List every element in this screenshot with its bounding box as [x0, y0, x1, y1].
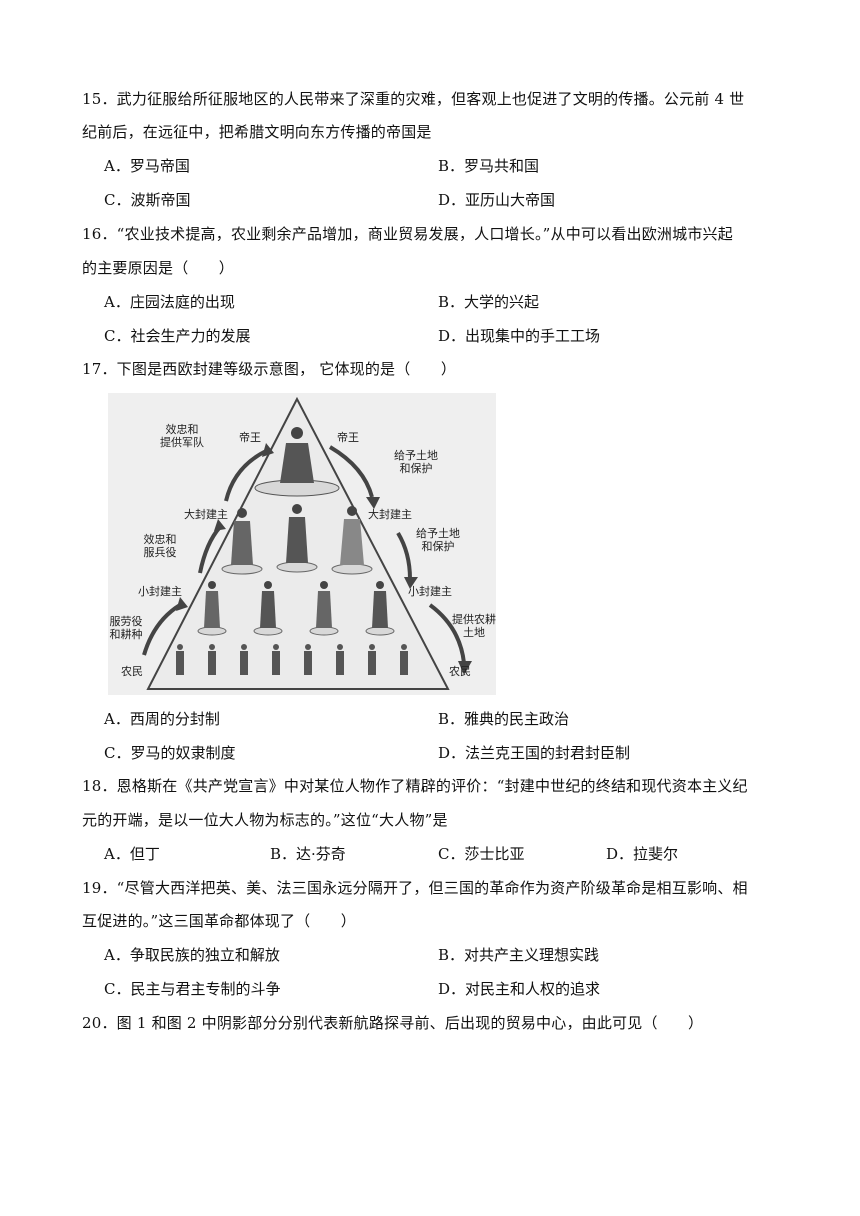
q19-option-c[interactable]: C．民主与君主专制的斗争	[104, 980, 281, 998]
q15-option-b[interactable]: B．罗马共和国	[438, 157, 540, 175]
right-arrow-text-1: 给予土地和保护	[394, 449, 438, 475]
left-label-great-lord: 大封建主	[184, 507, 228, 521]
small-lord-figures-icon	[197, 581, 395, 636]
right-label-small-lord: 小封建主	[408, 584, 452, 598]
king-figure-icon	[280, 427, 314, 483]
right-label-peasant: 农民	[449, 664, 471, 678]
left-arrow-text-2: 效忠和服兵役	[144, 532, 177, 559]
right-down-arrows-icon	[328, 445, 466, 664]
right-arrow-text-2: 给予土地和保护	[416, 527, 460, 553]
q15-stem-line2: 纪前后，在远征中，把希腊文明向东方传播的帝国是	[82, 123, 432, 141]
feudal-pyramid-figure: 帝王 帝王 大封建主 大封建主 小封建主 小封建主 农民 农民 效忠和提供军队 …	[108, 393, 496, 695]
q16-stem-line2: 的主要原因是（ ）	[82, 259, 235, 277]
right-label-king: 帝王	[337, 430, 359, 444]
q18-option-c[interactable]: C．莎士比亚	[438, 845, 525, 863]
q16-option-b[interactable]: B．大学的兴起	[438, 293, 540, 311]
q15-option-d[interactable]: D．亚历山大帝国	[438, 191, 556, 209]
q15-option-c[interactable]: C．波斯帝国	[104, 191, 191, 209]
q19-option-b[interactable]: B．对共产主义理想实践	[438, 946, 600, 964]
left-arrow-text-1: 效忠和提供军队	[160, 422, 204, 449]
peasant-figures-icon	[176, 644, 408, 675]
left-label-small-lord: 小封建主	[138, 584, 182, 598]
q19-option-a[interactable]: A．争取民族的独立和解放	[104, 946, 280, 964]
q17-option-b[interactable]: B．雅典的民主政治	[438, 710, 570, 728]
left-arrow-text-3: 服劳役和耕种	[110, 614, 143, 641]
q16-stem-line1: 16．“农业技术提高，农业剩余产品增加，商业贸易发展，人口增长。”从中可以看出欧…	[82, 225, 733, 243]
q18-option-a[interactable]: A．但丁	[104, 845, 160, 863]
q19-stem-line2: 互促进的。”这三国革命都体现了（ ）	[82, 912, 356, 930]
q18-option-d[interactable]: D．拉斐尔	[606, 845, 679, 863]
q16-option-d[interactable]: D．出现集中的手工工场	[438, 327, 601, 345]
q18-stem-line2: 元的开端，是以一位大人物为标志的。”这位“大人物”是	[82, 811, 448, 829]
q20-stem: 20．图 1 和图 2 中阴影部分分别代表新航路探寻前、后出现的贸易中心，由此可…	[82, 1014, 704, 1032]
q17-option-d[interactable]: D．法兰克王国的封君封臣制	[438, 744, 631, 762]
right-arrowheads-icon	[366, 497, 472, 675]
q17-option-c[interactable]: C．罗马的奴隶制度	[104, 744, 236, 762]
q19-stem-line1: 19．“尽管大西洋把英、美、法三国永远分隔开了，但三国的革命作为资产阶级革命是相…	[82, 879, 748, 897]
right-label-great-lord: 大封建主	[368, 507, 412, 521]
great-lord-figures-icon	[221, 504, 373, 575]
left-label-king: 帝王	[239, 430, 261, 444]
q17-stem: 17．下图是西欧封建等级示意图， 它体现的是（ ）	[82, 360, 457, 378]
q17-option-a[interactable]: A．西周的分封制	[104, 710, 220, 728]
q18-option-b[interactable]: B．达·芬奇	[270, 845, 346, 863]
q15-option-a[interactable]: A．罗马帝国	[104, 157, 190, 175]
left-arrowheads-icon	[176, 443, 274, 611]
q15-stem-line1: 15．武力征服给所征服地区的人民带来了深重的灾难，但客观上也促进了文明的传播。公…	[82, 90, 745, 108]
q18-stem-line1: 18．恩格斯在《共产党宣言》中对某位人物作了精辟的评价：“封建中世纪的终结和现代…	[82, 777, 748, 795]
right-arrow-text-3: 提供农耕土地	[452, 612, 496, 639]
q16-option-c[interactable]: C．社会生产力的发展	[104, 327, 251, 345]
feudal-hierarchy-diagram: 帝王 帝王 大封建主 大封建主 小封建主 小封建主 农民 农民 效忠和提供军队 …	[108, 393, 496, 695]
left-label-peasant: 农民	[121, 664, 143, 678]
q19-option-d[interactable]: D．对民主和人权的追求	[438, 980, 601, 998]
q16-option-a[interactable]: A．庄园法庭的出现	[104, 293, 235, 311]
